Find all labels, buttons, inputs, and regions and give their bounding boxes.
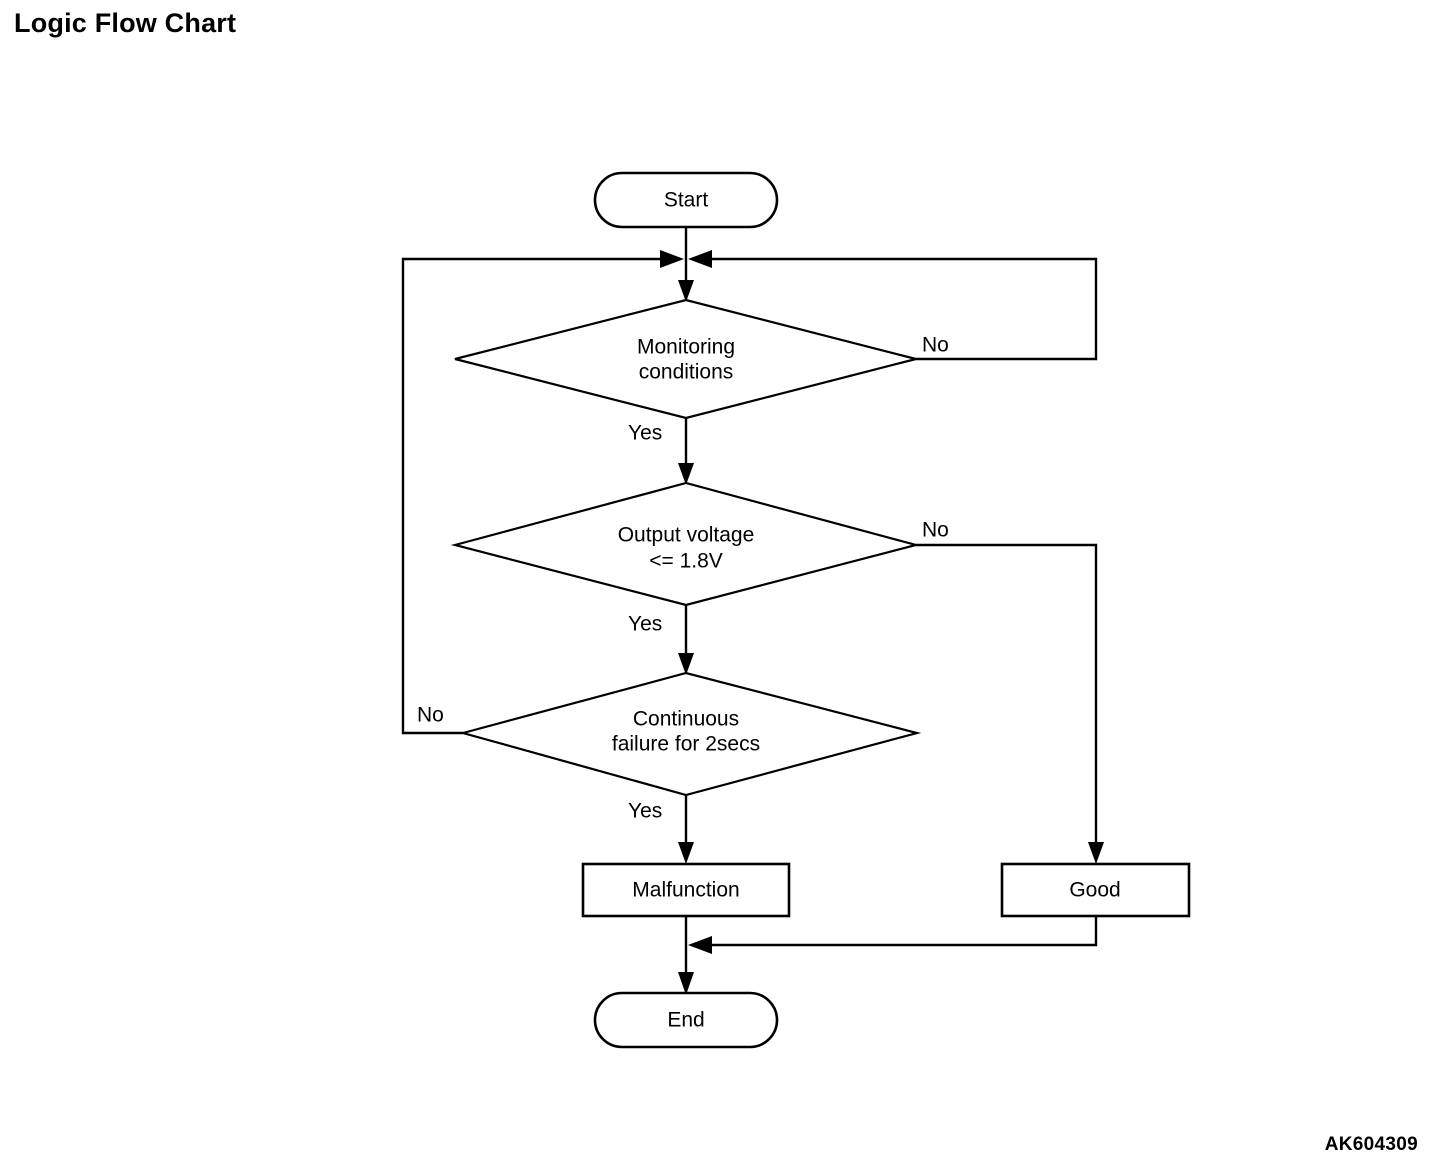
arrow-head-start-to-monitoring: [678, 280, 694, 302]
edge-label-voltage-yes: Yes: [628, 613, 662, 636]
arrow-head-voltage-yes: [678, 653, 694, 675]
edge-monitoring-no-loopback: [706, 257, 1098, 361]
arrow-head-loopback-right: [688, 250, 712, 268]
node-start[interactable]: [593, 171, 779, 229]
edge-voltage-no-to-good: [916, 543, 1098, 858]
node-voltage-label-line1: Output voltage: [618, 524, 755, 547]
edge-good-to-end: [698, 916, 1098, 947]
node-end-label: End: [667, 1009, 704, 1032]
arrow-head-continuous-yes: [678, 842, 694, 864]
node-monitoring-conditions[interactable]: [454, 298, 917, 420]
edge-continuous-no-loopback: [401, 257, 666, 735]
edge-label-voltage-no: No: [922, 519, 949, 542]
edge-label-continuous-no: No: [417, 704, 444, 727]
node-continuous-failure[interactable]: [458, 671, 922, 797]
node-malfunction[interactable]: [581, 862, 791, 918]
node-monitoring-label-line2: conditions: [639, 361, 734, 384]
edge-label-monitoring-no: No: [922, 334, 949, 357]
page-title: Logic Flow Chart: [14, 8, 237, 38]
node-good[interactable]: [1000, 862, 1191, 918]
watermark-code: AK604309: [1324, 1134, 1418, 1155]
node-continuous-label-line2: failure for 2secs: [612, 733, 760, 756]
arrow-head-loopback-left: [660, 250, 684, 268]
arrow-head-good-merge: [688, 936, 712, 954]
node-good-label: Good: [1069, 879, 1120, 902]
arrow-head-voltage-no: [1088, 842, 1104, 864]
edge-label-continuous-yes: Yes: [628, 800, 662, 823]
node-monitoring-label-line1: Monitoring: [637, 336, 735, 359]
node-voltage-label-line2: <= 1.8V: [649, 550, 723, 573]
node-continuous-label-line1: Continuous: [633, 708, 739, 731]
node-end[interactable]: [593, 991, 779, 1049]
arrow-head-malfunction-to-end: [678, 972, 694, 995]
node-start-label: Start: [664, 189, 709, 212]
node-malfunction-label: Malfunction: [632, 879, 739, 902]
node-output-voltage[interactable]: [450, 481, 921, 607]
arrow-head-monitoring-yes: [678, 463, 694, 485]
edge-label-monitoring-yes: Yes: [628, 422, 662, 445]
